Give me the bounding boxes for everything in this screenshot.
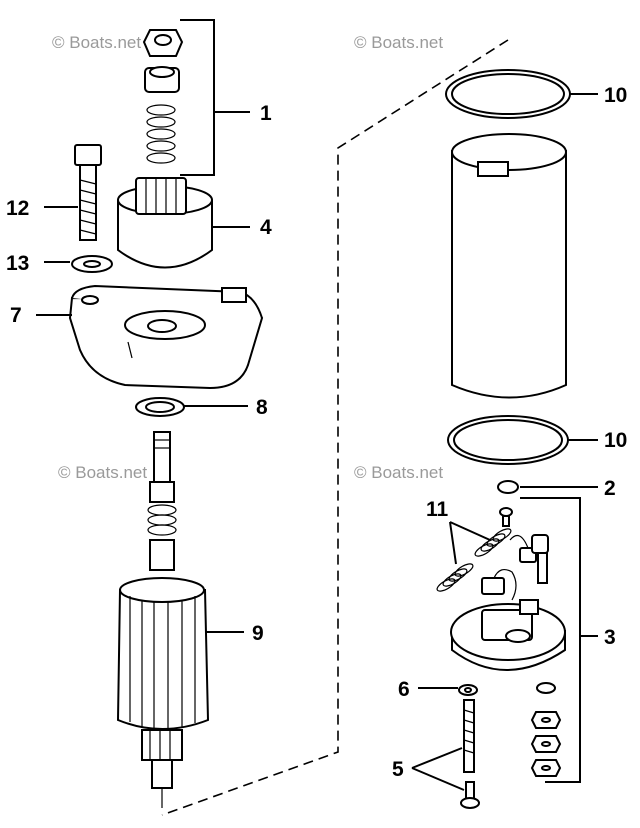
spacer-part (144, 66, 180, 93)
callout-3: 3 (604, 626, 616, 649)
leader-5-a (411, 747, 463, 769)
callout-10-top: 10 (604, 84, 627, 107)
brush-spring-lower-part (436, 563, 474, 592)
watermark-mid-right: © Boats.net (354, 463, 443, 482)
callout-1: 1 (260, 102, 272, 125)
o-ring-top-part (445, 69, 571, 119)
watermark-top-left: © Boats.net (52, 33, 141, 52)
callout-12: 12 (6, 197, 29, 220)
callout-10-bottom: 10 (604, 429, 627, 452)
callout-9: 9 (252, 622, 264, 645)
armature-part (116, 431, 210, 808)
through-bolt-part (74, 144, 102, 241)
lock-washer-part (458, 684, 478, 696)
nut-part (142, 29, 184, 57)
callout-11: 11 (426, 498, 449, 521)
bolt-washer-part (71, 255, 113, 273)
callout-8: 8 (256, 396, 268, 419)
leader-11-b (449, 521, 457, 565)
thrust-washer-part (135, 397, 185, 417)
watermark-top-right: © Boats.net (354, 33, 443, 52)
pinion-spring-part (146, 104, 176, 164)
long-screw-part (463, 699, 475, 773)
drive-end-cap-part (68, 284, 264, 390)
brush-spring-upper-part (474, 528, 512, 557)
callout-5: 5 (392, 758, 404, 781)
terminal-hardware-stack-part (530, 682, 562, 777)
o-ring-bottom-part (447, 415, 569, 465)
callout-4: 4 (260, 216, 272, 239)
starter-frame-part (451, 133, 567, 399)
leader-bracket-1 (180, 19, 215, 176)
cap-part (497, 480, 519, 494)
commutator-end-cap-part (450, 599, 566, 671)
small-screw-part (499, 507, 513, 527)
leader-bracket-3 (520, 497, 581, 783)
pinion-drive-part (117, 177, 213, 269)
brush-lead-part (481, 534, 537, 601)
leader-5-b (411, 767, 465, 791)
callout-13: 13 (6, 252, 29, 275)
callout-2: 2 (604, 477, 616, 500)
leader-11-a (449, 521, 491, 541)
dashed-assembly-boundary (161, 39, 509, 816)
callout-7: 7 (10, 304, 22, 327)
watermark-mid-left: © Boats.net (58, 463, 147, 482)
short-screw-part (460, 781, 480, 809)
callout-6: 6 (398, 678, 410, 701)
terminal-bolt-part (531, 534, 549, 584)
